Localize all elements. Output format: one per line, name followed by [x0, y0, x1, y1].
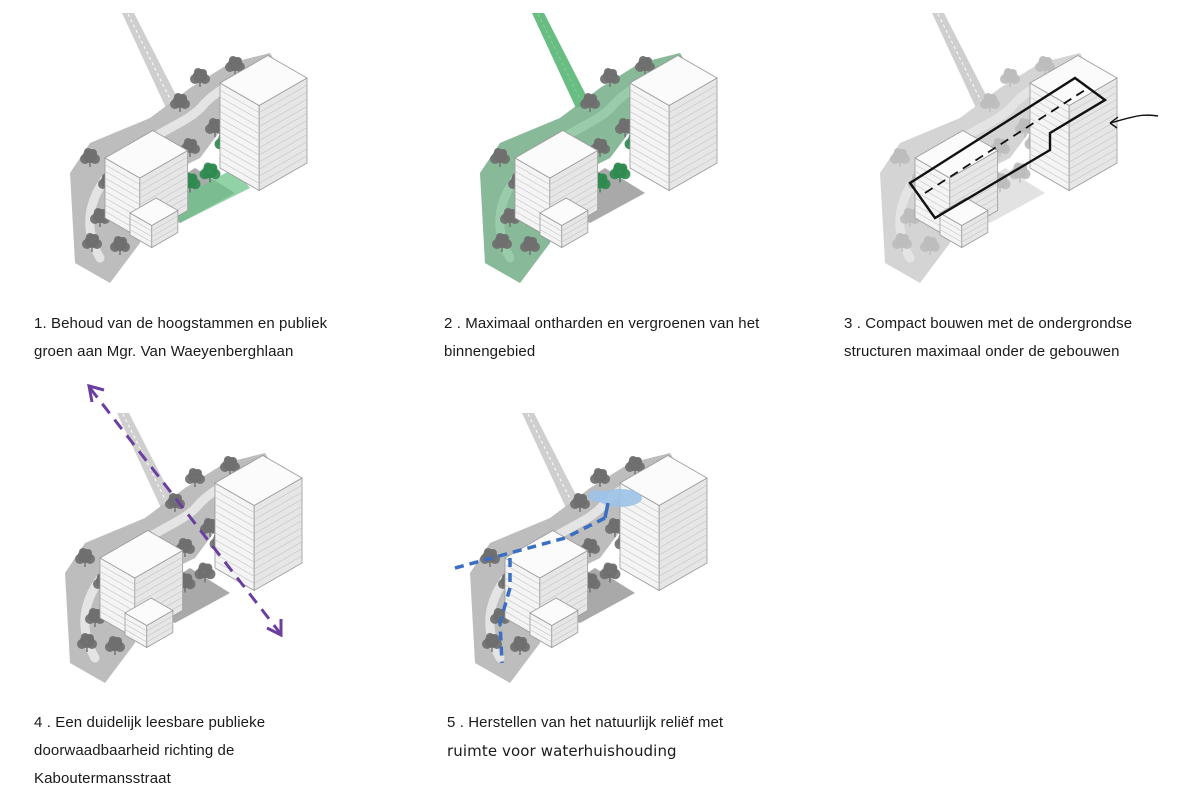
tree-icon	[635, 56, 655, 75]
caption-2: 2 . Maximaal ontharden en vergroenen van…	[444, 310, 759, 366]
site-axonometric-4	[65, 383, 303, 683]
arrow-head-north	[87, 383, 105, 403]
passage-arrow-line	[88, 387, 282, 634]
tree-icon	[75, 548, 95, 567]
diagram-panel-5	[430, 408, 750, 698]
building-small	[529, 597, 579, 649]
caption-3: 3 . Compact bouwen met de ondergrondse s…	[844, 310, 1132, 366]
tree-icon	[482, 633, 502, 652]
access-road	[122, 13, 180, 108]
site-axonometric-1	[70, 13, 308, 283]
tree-icon	[580, 93, 600, 112]
caption-4-line-2: doorwaadbaarheid richting de	[34, 742, 235, 759]
green-strip-area	[170, 168, 250, 223]
caption-4: 4 . Een duidelijk leesbare publieke door…	[34, 709, 265, 793]
caption-4-line-1: 4 . Een duidelijk leesbare publieke	[34, 714, 266, 731]
road-centerline	[937, 13, 984, 106]
building-east	[629, 55, 718, 192]
road-centerline	[527, 413, 574, 506]
tree-icon	[1035, 56, 1055, 75]
building-small	[124, 597, 174, 649]
tree-icon	[590, 468, 610, 487]
diagram-panel-2	[440, 8, 760, 298]
tree-icon	[892, 233, 912, 252]
underground-structure-outline	[908, 76, 1108, 220]
tree-icon	[605, 518, 625, 537]
tree-icon	[225, 56, 245, 75]
water-flow-branch	[498, 558, 512, 664]
tree-icon	[980, 93, 1000, 112]
underground-axis-line	[924, 89, 1086, 194]
diagram-panel-4	[25, 378, 345, 688]
tree-icon	[220, 456, 240, 475]
tree-icon	[625, 456, 645, 475]
site-axonometric-5	[454, 413, 708, 683]
site-model	[454, 413, 708, 683]
arrow-head-south	[266, 619, 283, 638]
tree-icon	[570, 493, 590, 512]
diagram-panel-1	[30, 8, 350, 298]
building-east	[1029, 55, 1118, 192]
caption-3-line-1: 3 . Compact bouwen met de ondergrondse	[844, 315, 1133, 332]
site-model	[880, 13, 1159, 283]
tree-icon	[190, 68, 210, 87]
tree-icon	[600, 68, 620, 87]
site-axonometric-3	[880, 13, 1159, 283]
diagram-panel-3	[840, 8, 1170, 298]
tree-icon	[520, 236, 540, 255]
caption-5-line-2: ruimte voor waterhuishouding	[447, 742, 677, 760]
tree-icon	[920, 236, 940, 255]
building-small	[539, 197, 589, 249]
access-ramp-arrow	[1109, 114, 1159, 129]
retention-pond	[598, 489, 642, 507]
tree-icon	[199, 162, 221, 183]
tree-icon	[492, 233, 512, 252]
road-centerline	[127, 13, 174, 106]
caption-4-line-3: Kaboutermansstraat	[34, 770, 171, 787]
caption-5: 5 . Herstellen van het natuurlijk reliëf…	[447, 709, 723, 765]
building-east	[619, 455, 708, 592]
retention-pond-small	[588, 490, 608, 502]
site-model	[70, 13, 308, 283]
tree-icon	[185, 468, 205, 487]
caption-1-line-2: groen aan Mgr. Van Waeyenberghlaan	[34, 343, 294, 360]
tree-icon	[194, 562, 216, 583]
building-east	[219, 55, 308, 192]
caption-5-line-1: 5 . Herstellen van het natuurlijk reliëf…	[447, 714, 724, 731]
green-road-strip	[532, 13, 590, 108]
tree-icon	[77, 633, 97, 652]
tree-icon	[110, 236, 130, 255]
tree-icon	[105, 636, 125, 655]
site-model	[480, 13, 718, 283]
tree-icon	[1000, 68, 1020, 87]
building-east	[214, 455, 303, 592]
tree-icon	[82, 233, 102, 252]
tree-icon	[890, 148, 910, 167]
tree-icon	[90, 208, 110, 227]
building-small	[129, 197, 179, 249]
access-road	[522, 413, 580, 508]
access-road	[932, 13, 990, 108]
tree-icon	[490, 148, 510, 167]
building-small	[939, 197, 989, 249]
tree-icon	[510, 636, 530, 655]
caption-2-line-2: binnengebied	[444, 343, 536, 360]
water-flow-line	[454, 516, 606, 570]
tree-icon	[80, 148, 100, 167]
site-axonometric-2	[480, 13, 718, 283]
caption-3-line-2: structuren maximaal onder de gebouwen	[844, 343, 1120, 360]
caption-2-line-1: 2 . Maximaal ontharden en vergroenen van…	[444, 315, 760, 332]
tree-icon	[170, 93, 190, 112]
caption-1-line-1: 1. Behoud van de hoogstammen en publiek	[34, 315, 328, 332]
tree-icon	[609, 162, 631, 183]
water-inlet	[603, 502, 610, 519]
tree-icon	[900, 208, 920, 227]
tree-icon	[599, 562, 621, 583]
site-model	[65, 383, 303, 683]
caption-1: 1. Behoud van de hoogstammen en publiek …	[34, 310, 327, 366]
